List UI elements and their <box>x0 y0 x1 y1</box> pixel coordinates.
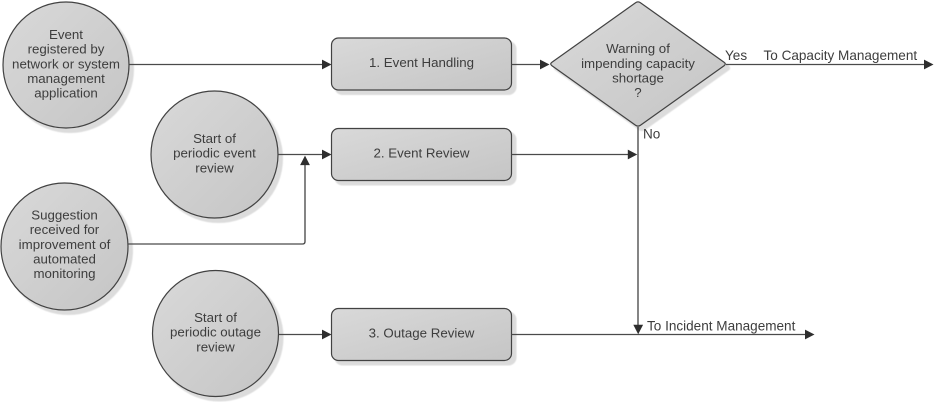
svg-text:review: review <box>195 160 234 175</box>
svg-text:review: review <box>196 339 235 354</box>
svg-text:Suggestion: Suggestion <box>31 207 98 222</box>
svg-text:impending capacity: impending capacity <box>581 56 695 71</box>
svg-text:Start of: Start of <box>193 131 236 146</box>
svg-text:automated: automated <box>33 252 96 267</box>
svg-text:periodic event: periodic event <box>173 146 256 161</box>
svg-text:improvement of: improvement of <box>19 237 111 252</box>
svg-text:management: management <box>27 71 105 86</box>
svg-text:network or system: network or system <box>12 56 120 71</box>
svg-text:?: ? <box>634 85 641 100</box>
svg-text:application: application <box>34 86 98 101</box>
svg-text:Yes: Yes <box>725 48 747 63</box>
svg-text:3. Outage Review: 3. Outage Review <box>369 326 475 341</box>
svg-text:registered by: registered by <box>28 42 105 57</box>
svg-text:received for: received for <box>30 222 100 237</box>
svg-text:Start of: Start of <box>194 310 237 325</box>
svg-text:To Capacity Management: To Capacity Management <box>764 48 918 63</box>
svg-text:2. Event Review: 2. Event Review <box>373 146 469 161</box>
svg-text:To Incident Management: To Incident Management <box>647 319 796 334</box>
svg-text:Warning of: Warning of <box>606 41 670 56</box>
svg-text:shortage: shortage <box>612 71 664 86</box>
svg-text:Event: Event <box>49 27 83 42</box>
svg-text:monitoring: monitoring <box>33 266 95 281</box>
svg-text:periodic outage: periodic outage <box>170 325 261 340</box>
svg-text:1. Event Handling: 1. Event Handling <box>369 55 474 70</box>
svg-text:No: No <box>643 127 660 142</box>
